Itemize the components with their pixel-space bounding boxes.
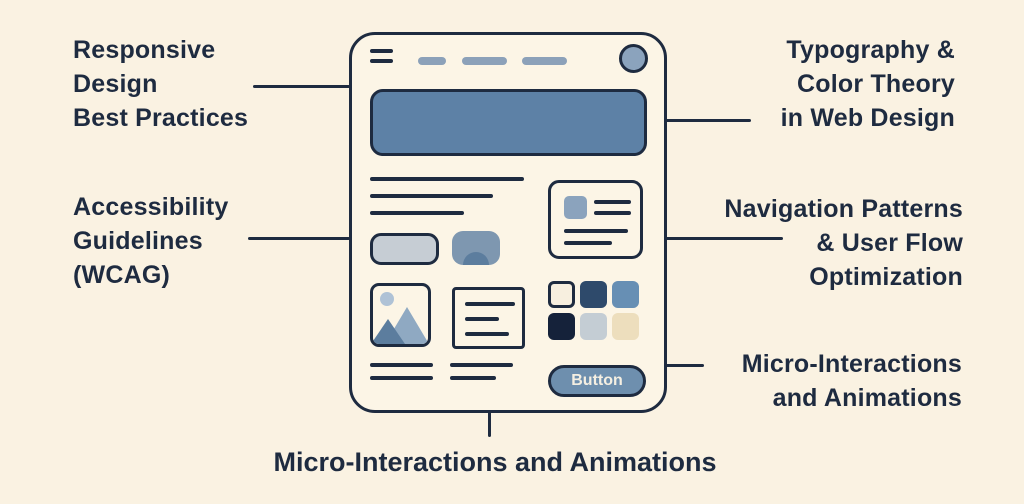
avatar-icon[interactable] [619, 44, 648, 73]
user-bust-icon [463, 252, 489, 265]
label-responsive-design-best-practices: Responsive Design Best Practices [73, 33, 248, 135]
label-line: in Web Design [780, 104, 955, 132]
color-swatch[interactable] [580, 313, 607, 340]
label-line: Responsive [73, 36, 216, 64]
label-line: Best Practices [73, 104, 249, 132]
browser-mockup-frame: Button [349, 32, 667, 413]
label-accessibility-guidelines-wcag: Accessibility Guidelines (WCAG) [73, 190, 228, 292]
text-line [465, 332, 509, 336]
label-line: Optimization [809, 263, 963, 291]
text-line [465, 317, 499, 321]
text-line [564, 229, 628, 233]
color-swatch[interactable] [612, 313, 639, 340]
mountains-sun-icon [373, 292, 428, 344]
label-navigation-patterns-user-flow: Navigation Patterns & User Flow Optimiza… [724, 192, 963, 294]
label-line: & User Flow [816, 229, 963, 257]
label-line: Guidelines [73, 227, 203, 255]
label-line: Typography & [786, 36, 955, 64]
profile-card [548, 180, 643, 259]
color-swatch[interactable] [548, 281, 575, 308]
thumbnail-square [564, 196, 587, 219]
label-line: Design [73, 70, 158, 98]
color-swatch[interactable] [612, 281, 639, 308]
hamburger-menu-icon[interactable] [370, 49, 393, 69]
color-swatch[interactable] [548, 313, 575, 340]
cta-button[interactable]: Button [548, 365, 646, 397]
label-line: Accessibility [73, 193, 229, 221]
secondary-button[interactable] [370, 233, 439, 265]
nav-link-dash[interactable] [462, 57, 507, 65]
text-line [370, 363, 433, 367]
text-line [370, 211, 464, 215]
text-line [594, 200, 631, 204]
text-line [450, 376, 496, 380]
label-typography-color-theory: Typography & Color Theory in Web Design [781, 33, 955, 135]
label-micro-interactions-right: Micro-Interactions and Animations [742, 347, 962, 415]
hero-banner [370, 89, 647, 156]
connector-navigation [665, 237, 783, 240]
text-line [450, 363, 513, 367]
label-micro-interactions-bottom: Micro-Interactions and Animations [273, 447, 717, 477]
color-swatch[interactable] [580, 281, 607, 308]
connector-responsive-design [253, 85, 350, 88]
text-line [370, 177, 524, 181]
image-placeholder-card [370, 283, 431, 347]
nav-link-dash[interactable] [522, 57, 567, 65]
connector-micro-interactions-bottom [488, 412, 491, 437]
text-line [564, 241, 612, 245]
cta-button-label: Button [571, 372, 623, 389]
text-line [370, 376, 433, 380]
connector-micro-interactions-right [665, 364, 704, 367]
connector-accessibility [248, 237, 350, 240]
label-line: Color Theory [797, 70, 955, 98]
nav-link-dash[interactable] [418, 57, 446, 65]
text-line [594, 211, 631, 215]
text-line [465, 302, 515, 306]
label-line: Micro-Interactions [741, 350, 962, 378]
connector-typography [665, 119, 751, 122]
label-line: (WCAG) [73, 261, 171, 289]
primary-button[interactable] [452, 231, 500, 265]
text-card [452, 287, 525, 349]
label-line: Navigation Patterns [724, 195, 963, 223]
label-line: and Animations [772, 384, 962, 412]
text-line [370, 194, 493, 198]
